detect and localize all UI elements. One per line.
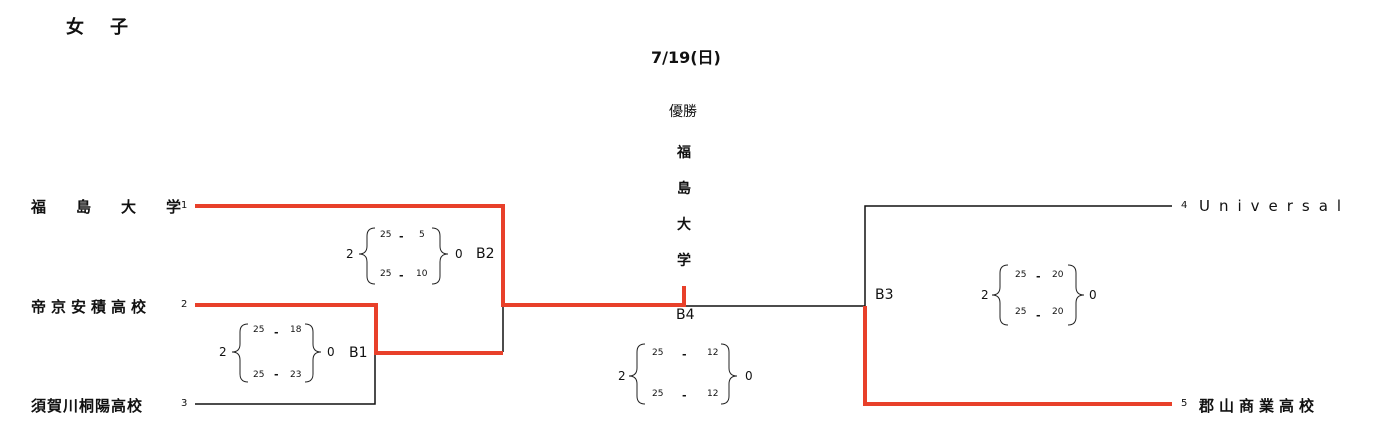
line-team-2-winner [195,303,503,355]
b1-set1-left: 25 [253,325,265,335]
b2-set2-separator: - [399,269,404,282]
champion-name-char-1: 福 [677,145,691,161]
b2-set2-right: 10 [416,269,428,279]
b2-set2-left: 25 [380,269,392,279]
b2-set1-right: 5 [419,230,425,240]
brace-b3-left [991,264,1009,326]
team-seed-5: 5 [1181,398,1188,409]
b4-set1-left: 25 [652,348,664,358]
team-name-4: Universal [1199,197,1351,215]
b4-sets-right: 0 [745,369,753,383]
b3-set1-right: 20 [1052,270,1064,280]
line-team-4 [864,205,1172,306]
team-seed-1: 1 [181,200,188,211]
team-name-1: 福島大学 [31,198,212,216]
team-seed-2: 2 [181,299,188,310]
match-label-b1: B1 [349,345,368,361]
brace-b2-left [358,227,376,285]
b1-set1-separator: - [274,326,279,339]
team-name-2: 帝京安積高校 [31,298,152,316]
b2-sets-right: 0 [455,247,463,261]
b3-set2-right: 20 [1052,307,1064,317]
b3-set2-separator: - [1036,309,1041,322]
brace-b3-right [1067,264,1085,326]
b3-sets-right: 0 [1089,288,1097,302]
b1-set1-right: 18 [290,325,302,335]
b1-sets-right: 0 [327,345,335,359]
brace-b4-right [720,343,738,405]
match-label-b3: B3 [875,287,894,303]
b4-set1-separator: - [682,348,687,361]
match-label-b2: B2 [476,246,495,262]
team-seed-3: 3 [181,398,188,409]
division-title: 女子 [66,17,154,38]
b3-set1-separator: - [1036,270,1041,283]
b1-set2-left: 25 [253,370,265,380]
brace-b1-left [231,323,249,383]
b2-set1-separator: - [399,230,404,243]
b1-set2-right: 23 [290,370,302,380]
b4-set2-left: 25 [652,389,664,399]
b4-set1-right: 12 [707,348,719,358]
champion-name-char-3: 大 [677,217,691,233]
team-seed-4: 4 [1181,200,1188,211]
b3-set2-left: 25 [1015,307,1027,317]
brace-b4-left [628,343,646,405]
champion-label: 優勝 [669,104,697,120]
b4-sets-left: 2 [618,369,626,383]
b3-set1-left: 25 [1015,270,1027,280]
line-team-5-winner [863,306,1172,406]
champion-name-char-4: 学 [677,253,691,269]
line-team-1-winner [195,204,686,307]
team-name-3: 須賀川桐陽高校 [31,397,144,415]
champion-name-char-2: 島 [677,181,691,197]
b2-set1-left: 25 [380,230,392,240]
b2-sets-left: 2 [346,247,354,261]
b1-set2-separator: - [274,368,279,381]
b1-sets-left: 2 [219,345,227,359]
b4-set2-separator: - [682,389,687,402]
match-date: 7/19(日) [651,48,721,67]
brace-b1-right [304,323,322,383]
team-name-5: 郡山商業高校 [1199,397,1320,415]
b4-set2-right: 12 [707,389,719,399]
b3-sets-left: 2 [981,288,989,302]
brace-b2-right [431,227,449,285]
match-label-b4: B4 [676,307,695,323]
line-team-3 [195,352,376,405]
